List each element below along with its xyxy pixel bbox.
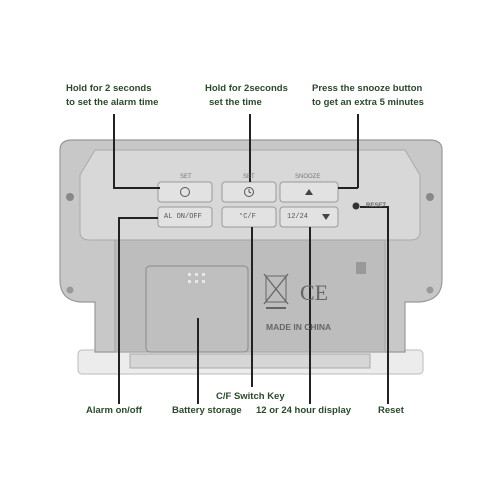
screw-right [426, 193, 434, 201]
callout-reset: Reset [378, 405, 404, 416]
leader-snooze-h [338, 187, 358, 189]
alarm-set-top-label: SET [180, 174, 192, 180]
callout-snooze-line2: to get an extra 5 minutes [312, 97, 424, 108]
time-set-top-label: SET [243, 174, 255, 180]
snooze-top-label: SNOOZE [295, 174, 321, 180]
callout-cf-switch: C/F Switch Key [216, 391, 285, 402]
leader-alarm-time-v [113, 114, 115, 188]
clock-icon [244, 187, 254, 197]
callout-set-time-line1: Hold for 2seconds [205, 83, 288, 94]
alarm-onoff-button-label: AL ON/OFF [164, 213, 202, 221]
leader-alarm-onoff-v [118, 217, 120, 404]
reset-label: RESET [366, 203, 387, 209]
callout-snooze-line1: Press the snooze button [312, 83, 423, 94]
hour-format-button-label: 12/24 [287, 213, 309, 221]
made-in-china-text: MADE IN CHINA [266, 322, 332, 332]
up-arrow-icon [305, 189, 313, 195]
cf-button-label: °C/F [239, 213, 256, 221]
leader-alarm-onoff-h [118, 217, 158, 219]
screw-left [66, 193, 74, 201]
leader-reset-v [387, 206, 389, 404]
battery-cover-grip [188, 273, 205, 283]
weee-cross-icon [263, 273, 289, 305]
leader-set-time [249, 114, 251, 182]
alarm-set-button[interactable] [157, 181, 213, 203]
leader-battery [197, 318, 199, 404]
leader-alarm-time-h [113, 187, 160, 189]
alarm-onoff-button[interactable] [157, 206, 213, 228]
device-stand-groove [129, 353, 371, 369]
side-tab [356, 262, 366, 274]
callout-battery: Battery storage [172, 405, 242, 416]
callout-set-time-line2: set the time [209, 97, 262, 108]
callout-alarm-time-line1: Hold for 2 seconds [66, 83, 152, 94]
screw-lower-right [426, 286, 434, 294]
callout-alarm-time-line2: to set the alarm time [66, 97, 159, 108]
ce-mark: CE [300, 280, 329, 305]
callout-alarm-time: Hold for 2 seconds to set the alarm time [66, 82, 158, 110]
callout-snooze: Press the snooze button to get an extra … [312, 82, 424, 110]
weee-bin-icon [265, 275, 287, 303]
callout-hour-display: 12 or 24 hour display [256, 405, 352, 416]
down-arrow-icon [322, 214, 330, 220]
callout-alarm-onoff: Alarm on/off [86, 405, 142, 416]
leader-hour [309, 227, 311, 404]
clock-hands-icon [248, 189, 252, 194]
leader-snooze-v [357, 114, 359, 188]
alarm-clock-icon [180, 187, 190, 197]
reset-hole[interactable] [352, 202, 360, 210]
screw-lower-left [66, 286, 74, 294]
cf-button[interactable] [221, 206, 277, 228]
leader-cf [251, 227, 253, 387]
callout-set-time: Hold for 2seconds set the time [205, 82, 288, 110]
leader-reset-h [360, 206, 387, 208]
